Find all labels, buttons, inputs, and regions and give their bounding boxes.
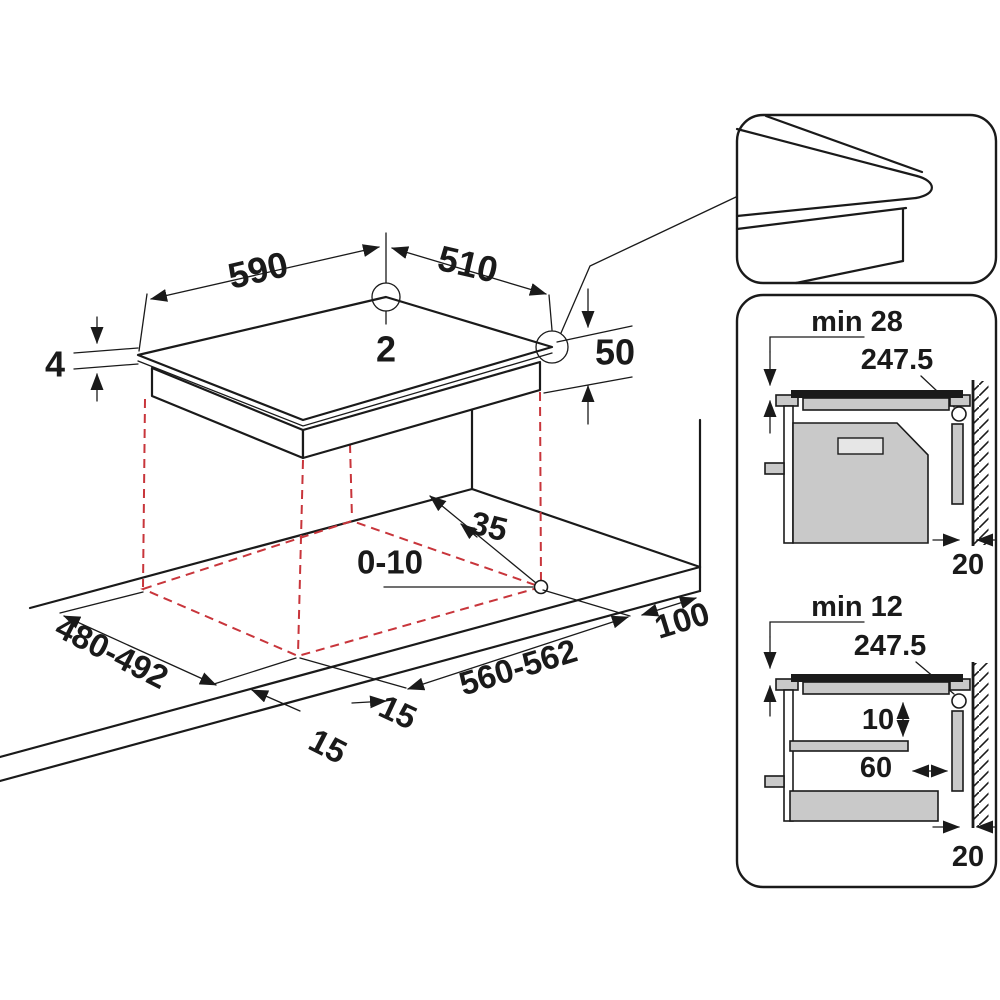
- dim-line-560-562: [407, 615, 629, 691]
- corner-radius-circle: [533, 579, 549, 595]
- dim-label-wall-gap: 20: [952, 549, 984, 581]
- projection-line-left: [142, 398, 146, 588]
- body-bottom-edge: [794, 259, 905, 285]
- dim-label-cutout-width: 560-562: [455, 632, 582, 703]
- wall-hatch: [973, 663, 989, 827]
- extension-line: [299, 657, 407, 689]
- dim-label-hole-center: 247.5: [861, 344, 934, 376]
- dim-label-center-mark: 2: [376, 329, 396, 370]
- section-min12: min 12 247.5 10 60 20: [763, 591, 996, 873]
- cabinet-rail: [764, 775, 785, 788]
- cabinet-rail: [764, 462, 785, 475]
- hob-glass-section: [791, 390, 963, 398]
- spacer-bar: [951, 710, 964, 792]
- dim-label-glass-thickness: 4: [45, 344, 65, 385]
- dim-line-590: [150, 244, 380, 302]
- extension-line: [556, 325, 633, 343]
- section-title: min 12: [811, 591, 903, 623]
- dim-line-100: [641, 596, 697, 617]
- hob-body-right-face: [301, 360, 542, 460]
- extension-line: [213, 657, 297, 685]
- extension-line: [73, 347, 139, 354]
- dim-bracket: [769, 621, 865, 638]
- panel-border: [735, 113, 998, 285]
- dim-label-margin-left: 15: [303, 721, 353, 771]
- dim-line-510: [391, 246, 547, 296]
- extension-line: [548, 294, 553, 331]
- dim-label-top-depth: 510: [434, 237, 502, 290]
- dim-label-corner-radius: 0-10: [357, 544, 423, 581]
- hob-body-section: [802, 397, 950, 411]
- extension-line: [138, 293, 148, 352]
- hole-reference-circle: [951, 693, 967, 709]
- corner-detail-panel: [735, 113, 998, 285]
- dim-line-480-492: [63, 615, 217, 686]
- detail-reference-circle: [535, 330, 569, 364]
- dim-bracket: [769, 336, 865, 353]
- oven-vent-slot: [837, 437, 884, 455]
- dim-line-35: [429, 495, 537, 584]
- cabinet-side-panel: [783, 689, 794, 822]
- extension-line: [542, 589, 631, 617]
- section-min28: min 28 247.5 20: [763, 306, 996, 581]
- dim-label-wall-gap: 20: [952, 841, 984, 873]
- extension-line: [59, 591, 144, 614]
- dim-label-rear-clearance: 35: [467, 504, 512, 549]
- cutout-projection: [140, 391, 545, 658]
- dim-label-margin-front: 15: [374, 687, 423, 736]
- glass-underside-edge: [735, 196, 918, 218]
- hob-dimensions: 590 510 2 4 50: [45, 196, 737, 425]
- hob: [136, 295, 554, 460]
- glass-top-back-edge: [764, 114, 924, 174]
- dim-line-15-front: [351, 695, 387, 709]
- dim-label-top-width: 590: [224, 243, 292, 296]
- hob-glass-top: [136, 295, 554, 422]
- detail-leader-line: [560, 196, 737, 334]
- worktop-front-top-edge: [0, 565, 702, 759]
- projection-line-back: [349, 443, 353, 520]
- cabinet-side-panel: [783, 405, 794, 544]
- cross-section-panel: min 28 247.5 20 min 12: [735, 293, 998, 889]
- glass-rounded-corner: [914, 174, 933, 200]
- dim-label-hole-center: 247.5: [854, 630, 927, 662]
- glass-top-front-edge: [735, 127, 919, 178]
- dim-label-cutout-depth: 480-492: [50, 608, 175, 696]
- projection-line-right: [539, 391, 542, 586]
- projection-line-front: [297, 459, 304, 655]
- dim-label-body-height: 50: [595, 332, 635, 373]
- hob-glass-edge-line: [137, 352, 553, 427]
- hob-body-section: [802, 681, 950, 695]
- hole-reference-circle: [951, 406, 967, 422]
- worktop-back-right-edge: [470, 487, 702, 569]
- section-title: min 28: [811, 306, 903, 338]
- worktop-front-bottom-edge: [0, 589, 702, 783]
- wall-hatch: [973, 381, 989, 545]
- dim-line-15-left: [251, 689, 301, 712]
- dim-arrow: [460, 523, 478, 540]
- cutout-outline: [140, 519, 545, 658]
- oven-body: [792, 422, 929, 544]
- dim-label-shelf-inset: 60: [860, 752, 892, 784]
- extension-line: [73, 363, 139, 370]
- worktop-back-left-edge: [28, 487, 474, 610]
- drawer-front: [789, 790, 939, 822]
- spacer-bar: [951, 423, 964, 505]
- hob-glass-section: [791, 674, 963, 682]
- body-top-edge: [735, 206, 908, 231]
- dim-label-shelf-clearance: 10: [862, 704, 894, 736]
- shelf: [789, 740, 909, 752]
